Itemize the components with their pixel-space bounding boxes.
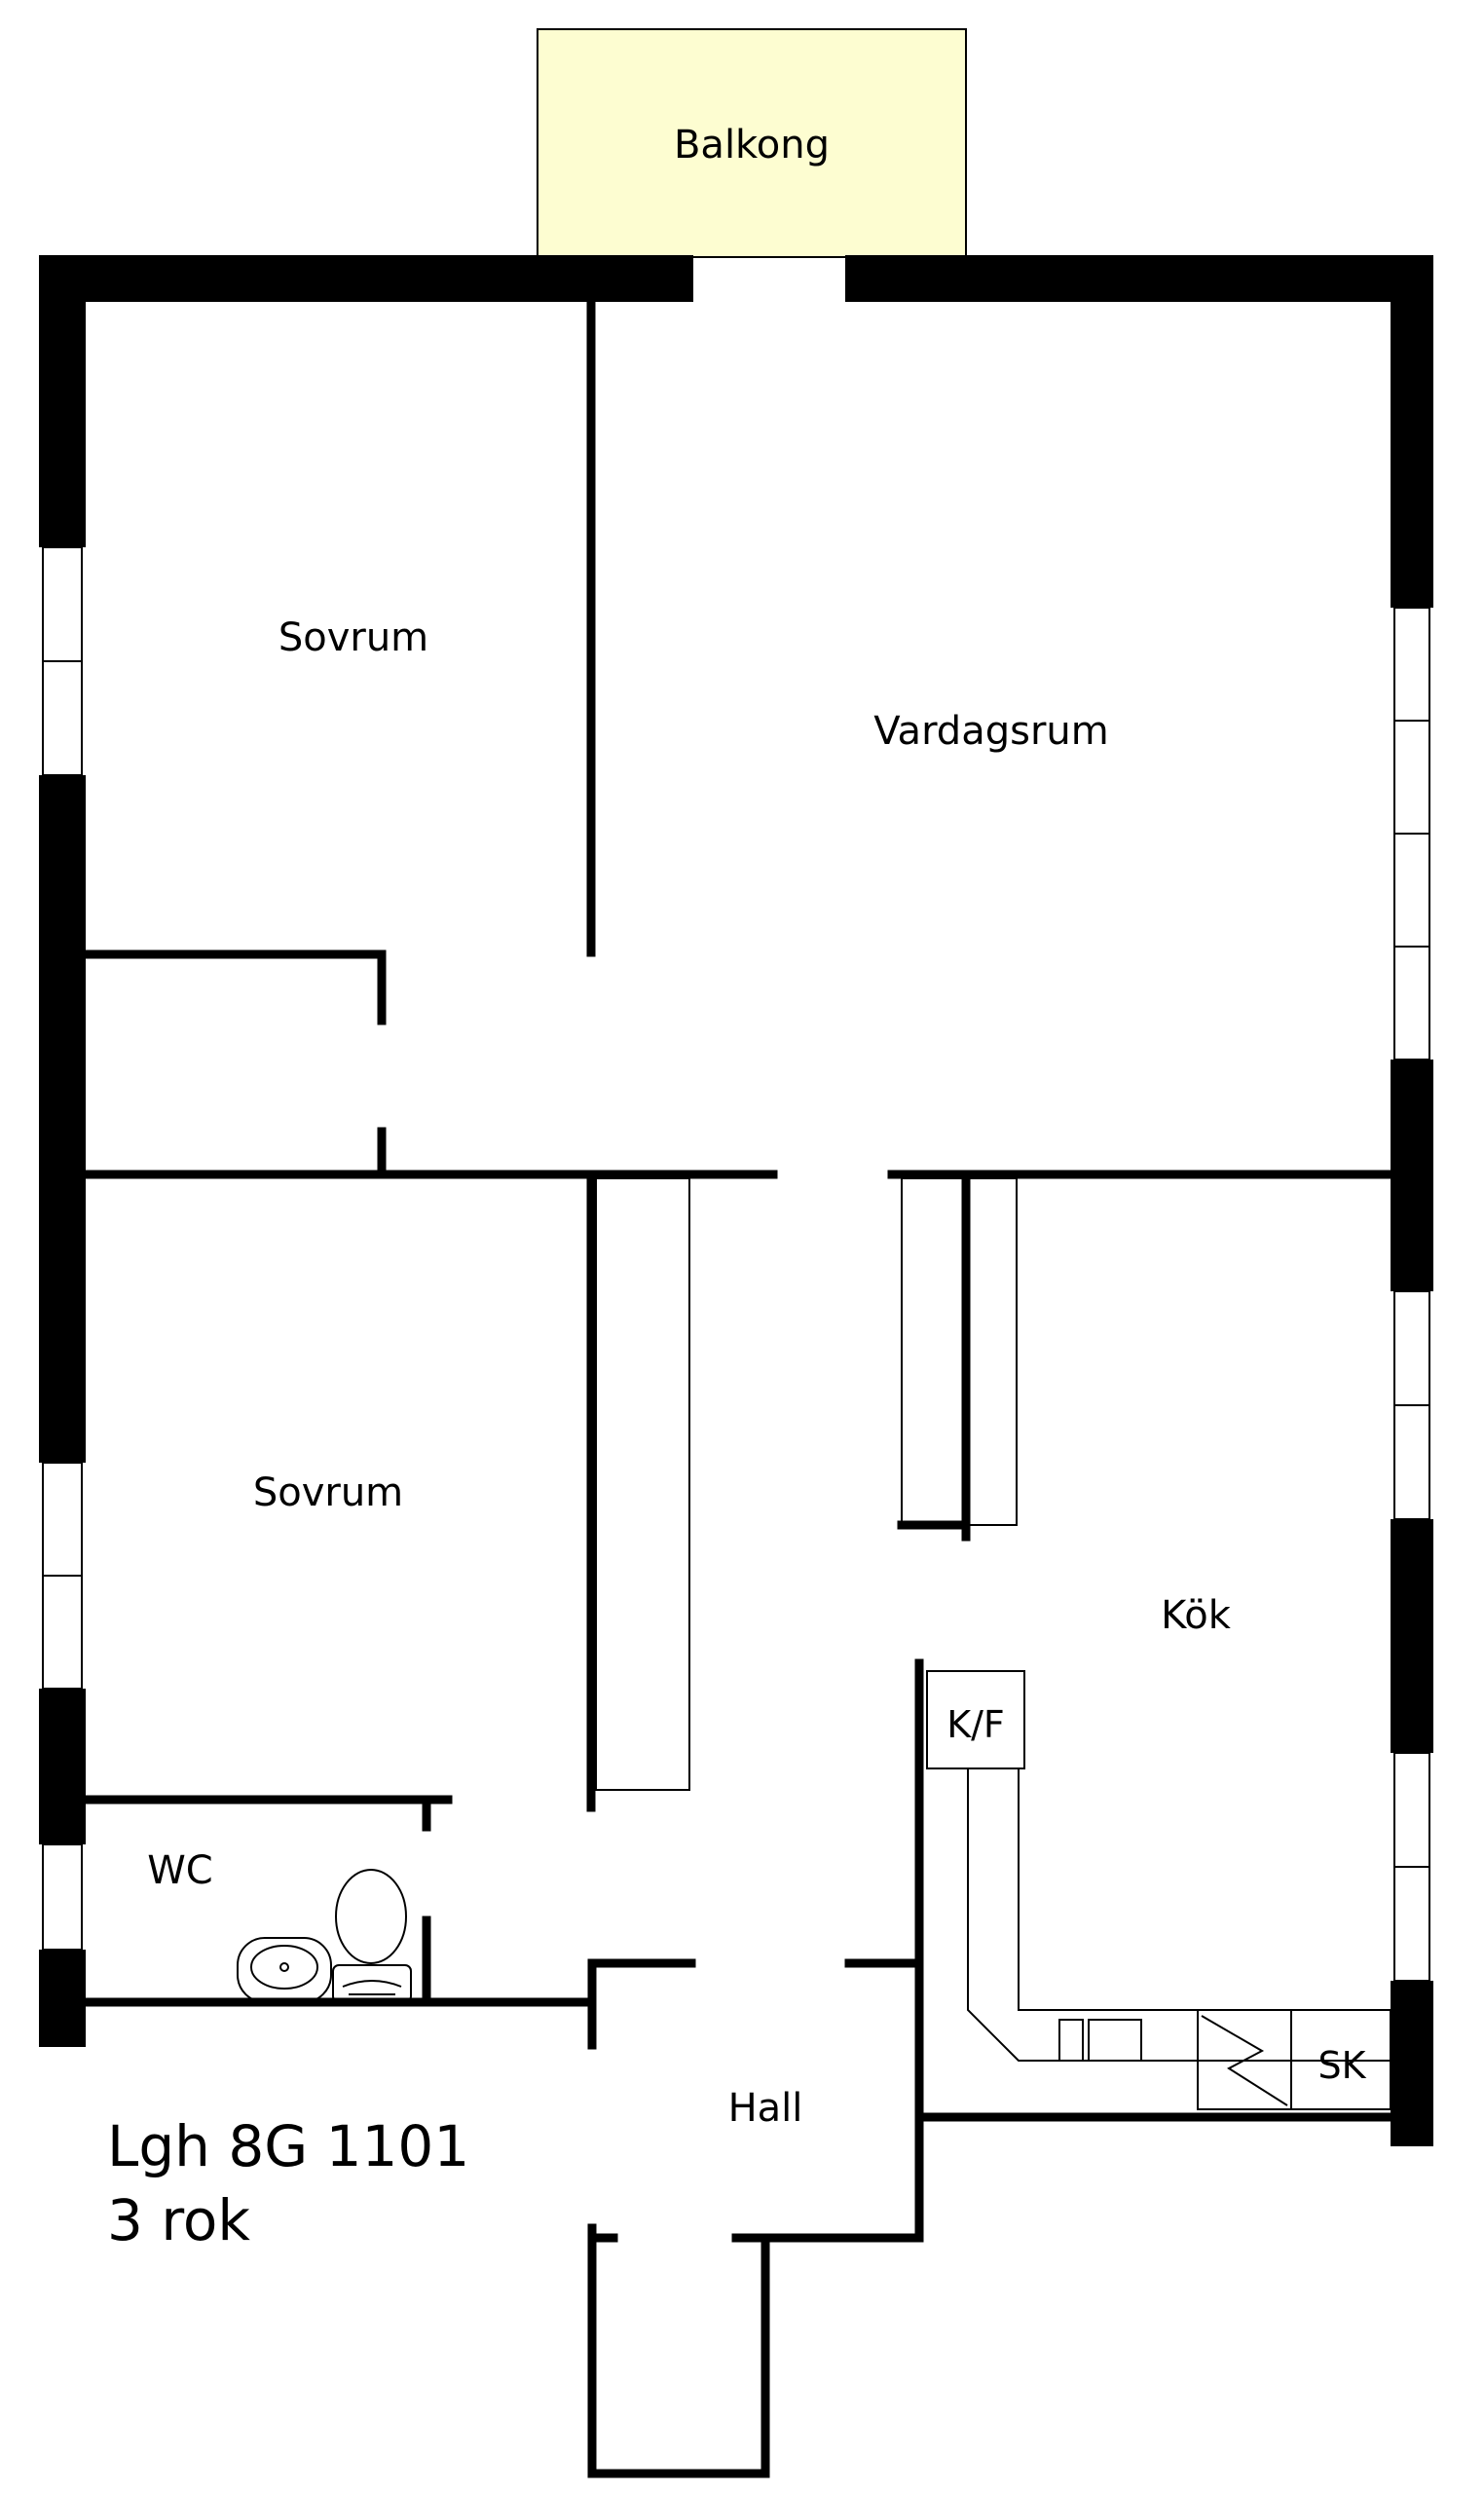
fixtures-thin <box>595 1177 1391 2110</box>
sink-icon <box>237 1937 332 2003</box>
balkong-label: Balkong <box>674 123 830 167</box>
apartment-type: 3 rok <box>107 2187 250 2253</box>
balcony-area <box>537 28 967 258</box>
vardagsrum-label: Vardagsrum <box>873 709 1108 754</box>
kok-label: Kök <box>1161 1593 1232 1638</box>
wc-label: WC <box>147 1848 212 1893</box>
windows <box>42 546 1430 1982</box>
wc-fixtures <box>237 1869 412 2003</box>
sk-label: SK <box>1317 2044 1366 2087</box>
apartment-caption: Lgh 8G 1101 3 rok <box>107 2113 469 2253</box>
room-labels: Balkong Sovrum Vardagsrum Sovrum Kök WC … <box>147 123 1366 2131</box>
apartment-id: Lgh 8G 1101 <box>107 2113 469 2179</box>
sovrum-top-label: Sovrum <box>278 615 428 660</box>
sovrum-bottom-label: Sovrum <box>253 1470 403 1515</box>
exterior-walls <box>39 255 1433 2146</box>
kf-label: K/F <box>946 1703 1005 1746</box>
toilet-icon <box>335 1869 407 1964</box>
hall-label: Hall <box>728 2086 803 2131</box>
